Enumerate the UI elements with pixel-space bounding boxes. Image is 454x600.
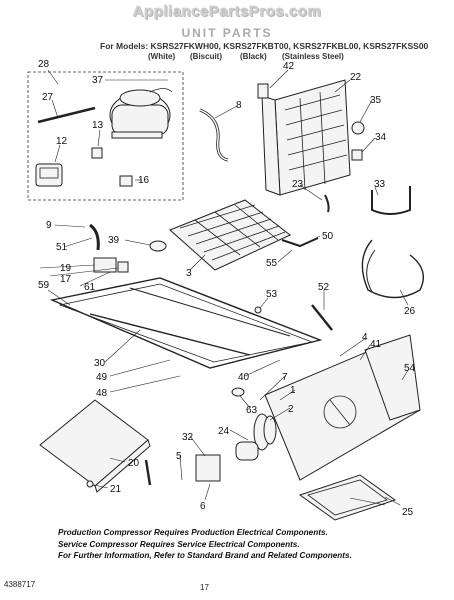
callout: 54	[404, 363, 416, 374]
callout: 26	[404, 306, 416, 317]
callout: 5	[176, 451, 182, 462]
callout: 25	[402, 507, 414, 518]
models-label: For Models: KSRS27FKWH00, KSRS27FKBT00, …	[100, 41, 429, 51]
callout: 6	[200, 501, 206, 512]
screw-part-52[interactable]	[311, 304, 333, 331]
color-black: (Black)	[240, 52, 267, 61]
site-header: AppliancePartsPros.com	[132, 3, 322, 20]
callout: 23	[292, 179, 304, 190]
callout: 48	[96, 388, 108, 399]
color-biscuit: (Biscuit)	[190, 52, 222, 61]
callout: 27	[42, 92, 54, 103]
callout: 13	[92, 120, 104, 131]
callout: 61	[84, 282, 96, 293]
callout: 1	[290, 385, 296, 396]
bracket-part-42[interactable]	[257, 83, 269, 99]
color-white: (White)	[148, 52, 176, 61]
bracket-part-50[interactable]	[281, 237, 319, 248]
part-35[interactable]	[351, 121, 365, 135]
part-17[interactable]	[117, 261, 129, 273]
callout: 50	[322, 231, 334, 242]
callout: 7	[282, 372, 288, 383]
callout: 28	[38, 59, 50, 70]
callout: 2	[288, 404, 294, 415]
callout: 49	[96, 372, 108, 383]
tube-part-23[interactable]	[324, 194, 330, 213]
callout: 19	[60, 263, 72, 274]
callout: 3	[186, 268, 192, 279]
diagram-title: UNIT PARTS	[181, 26, 273, 40]
callout: 32	[182, 432, 194, 443]
part-34[interactable]	[351, 149, 363, 161]
callout: 51	[56, 242, 68, 253]
callout: 16	[138, 175, 150, 186]
condenser-part[interactable]	[261, 79, 351, 196]
callout: 21	[110, 484, 122, 495]
callout: 55	[266, 258, 278, 269]
callout: 17	[60, 274, 72, 285]
callout: 12	[56, 136, 68, 147]
callout: 30	[94, 358, 106, 369]
note-service: Service Compressor Requires Service Elec…	[58, 539, 300, 549]
leader-lines	[39, 69, 409, 506]
screw-part-21[interactable]	[86, 480, 94, 488]
wire-harness-part-26[interactable]	[361, 239, 424, 299]
page-number: 17	[200, 583, 209, 592]
start-device-part[interactable]	[35, 163, 63, 187]
callout: 34	[375, 132, 387, 143]
callout: 52	[318, 282, 330, 293]
compressor-part[interactable]	[109, 88, 173, 139]
document-part-number: 4388717	[4, 580, 36, 589]
note-further-info: For Further Information, Refer to Standa…	[58, 551, 352, 560]
screw-part-52b[interactable]	[144, 459, 152, 486]
part-63[interactable]	[231, 387, 245, 397]
callout: 35	[370, 95, 382, 106]
clip-part-13[interactable]	[91, 147, 103, 159]
callout: 39	[108, 235, 120, 246]
callout: 41	[370, 339, 382, 350]
tube-part-8[interactable]	[199, 108, 229, 162]
callout: 20	[128, 458, 140, 469]
callout-labels: 28 37 27 13 12 16 42 22 35 8 34 33 23 9 …	[38, 59, 416, 518]
bracket-part-32[interactable]	[195, 454, 221, 482]
callout: 37	[92, 75, 104, 86]
machine-pan-part[interactable]	[264, 334, 421, 481]
compressor-group-box	[27, 71, 184, 201]
screw-part-53[interactable]	[254, 306, 262, 314]
note-production: Production Compressor Requires Productio…	[58, 528, 328, 537]
part-19[interactable]	[93, 257, 117, 273]
callout: 8	[236, 100, 242, 111]
callout: 24	[218, 426, 230, 437]
fan-motor-part[interactable]	[235, 441, 259, 461]
callout: 4	[362, 332, 368, 343]
grommet-part-16[interactable]	[119, 175, 133, 187]
callout: 9	[46, 220, 52, 231]
callout: 22	[350, 72, 362, 83]
fan-blade-part[interactable]	[253, 413, 277, 451]
base-frame-part[interactable]	[49, 277, 323, 369]
callout: 63	[246, 405, 258, 416]
callout: 40	[238, 372, 250, 383]
drier-part-33[interactable]	[371, 186, 411, 215]
grommet-part-39[interactable]	[149, 240, 167, 252]
callout: 59	[38, 280, 50, 291]
tube-part-51[interactable]	[89, 223, 100, 251]
callout: 53	[266, 289, 278, 300]
diagram-notes: Production Compressor Requires Productio…	[58, 527, 352, 562]
access-panel-part[interactable]	[39, 399, 151, 493]
callout: 33	[374, 179, 386, 190]
evaporator-part[interactable]	[169, 199, 291, 271]
cord-part[interactable]	[37, 106, 96, 124]
color-stainless: (Stainless Steel)	[282, 52, 344, 61]
callout: 42	[283, 61, 295, 72]
drain-pan-part[interactable]	[298, 474, 397, 521]
